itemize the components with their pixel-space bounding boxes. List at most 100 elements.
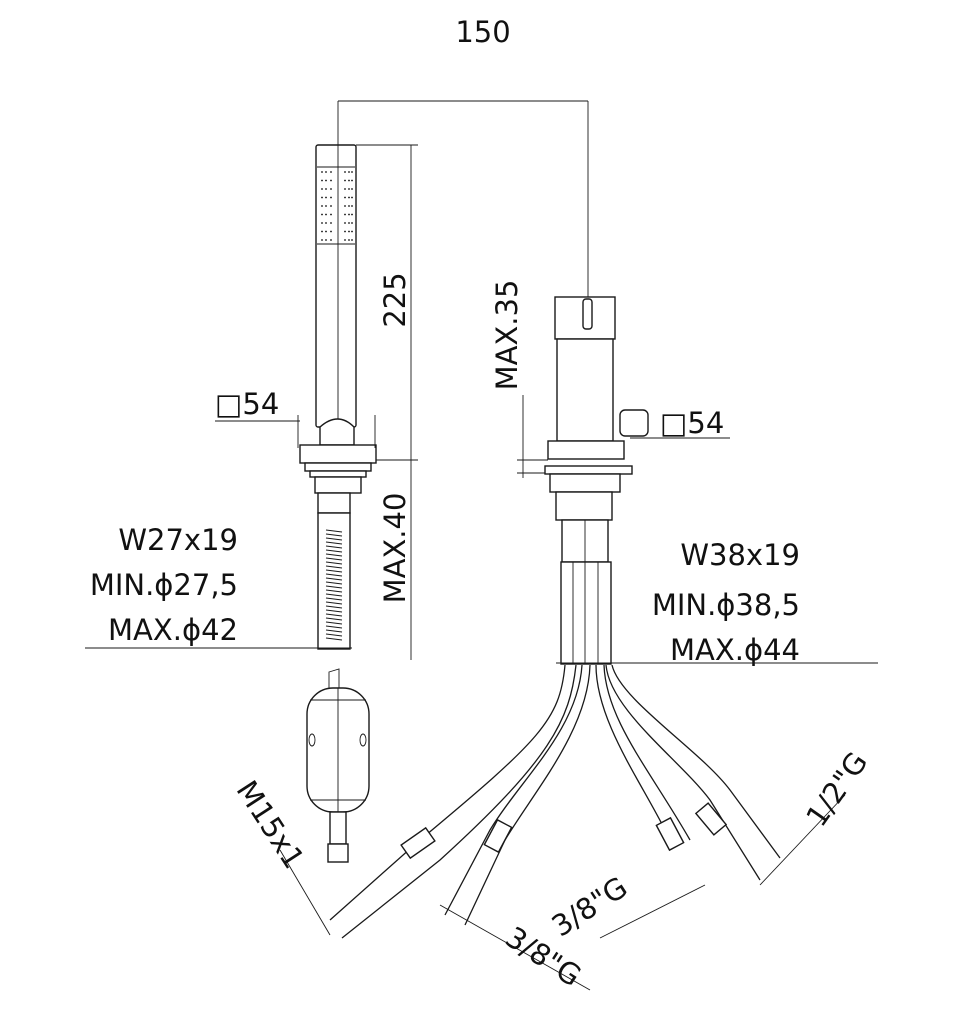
dim-225-label: 225	[378, 272, 412, 327]
nozzle-dot	[330, 213, 332, 216]
nozzle-dot	[325, 239, 327, 241]
nozzle-dot	[348, 179, 350, 182]
handshower-square-label: □54	[215, 387, 279, 421]
hose-connector	[306, 668, 370, 863]
mixer-max-hole: MAX.ϕ44	[670, 633, 800, 667]
nozzle-dot	[351, 188, 353, 190]
spray-nozzles	[321, 171, 353, 241]
coil-turn	[325, 545, 343, 549]
nozzle-dot	[325, 213, 327, 216]
handshower-min-hole: MIN.ϕ27,5	[90, 568, 238, 602]
nozzle-dot	[330, 239, 332, 241]
coil-turn	[325, 609, 343, 613]
nozzle-dot	[321, 222, 323, 224]
nozzle-dot	[348, 196, 350, 199]
coil-turn	[325, 605, 343, 609]
nozzle-dot	[344, 188, 346, 190]
nozzle-dot	[321, 179, 323, 182]
coil-turn	[325, 597, 343, 601]
nozzle-dot	[330, 205, 332, 207]
hose-coil	[325, 529, 343, 641]
dim-max35-label: MAX.35	[490, 280, 524, 391]
nozzle-dot	[344, 239, 346, 241]
handshower-hole-specs: W27x19 MIN.ϕ27,5 MAX.ϕ42	[85, 523, 352, 649]
label-outlet: 1/2"G	[799, 746, 874, 833]
nozzle-dot	[351, 179, 353, 182]
nozzle-dot	[321, 230, 323, 233]
coil-turn	[325, 529, 343, 533]
coil-turn	[325, 557, 343, 561]
mixer-nut: W38x19	[680, 538, 800, 572]
nozzle-dot	[330, 171, 332, 173]
dim-225: 225 MAX.40	[356, 144, 418, 660]
coil-turn	[325, 533, 343, 537]
nozzle-dot	[348, 171, 350, 173]
nozzle-dot	[325, 171, 327, 173]
nozzle-dot	[321, 213, 323, 216]
dim-150-label: 150	[455, 15, 510, 49]
coil-turn	[325, 569, 343, 573]
nozzle-dot	[344, 179, 346, 182]
nozzle-dot	[330, 188, 332, 190]
dim-handshower-square: □54	[215, 387, 376, 448]
coil-turn	[325, 637, 343, 641]
label-inlet-right: 3/8"G	[546, 870, 634, 943]
nozzle-dot	[351, 230, 353, 233]
coil-turn	[325, 565, 343, 569]
coil-turn	[325, 581, 343, 585]
label-m15x1: M15x1	[230, 774, 312, 874]
nozzle-dot	[325, 188, 327, 190]
coil-turn	[325, 585, 343, 589]
nozzle-dot	[348, 205, 350, 207]
nozzle-dot	[351, 196, 353, 199]
flexible-hoses	[329, 664, 781, 939]
nozzle-dot	[351, 239, 353, 241]
mixer-square-label: □54	[660, 406, 724, 440]
nozzle-dot	[330, 230, 332, 233]
coil-turn	[325, 537, 343, 541]
nozzle-dot	[325, 230, 327, 233]
coil-turn	[325, 549, 343, 553]
nozzle-dot	[330, 179, 332, 182]
dim-max40-label: MAX.40	[378, 493, 412, 604]
nozzle-dot	[344, 230, 346, 233]
mixer-hole-specs: W38x19 MIN.ϕ38,5 MAX.ϕ44	[556, 538, 878, 667]
nozzle-dot	[321, 196, 323, 199]
nozzle-dot	[344, 171, 346, 173]
coil-turn	[325, 593, 343, 597]
nozzle-dot	[321, 205, 323, 207]
coil-turn	[325, 621, 343, 625]
nozzle-dot	[325, 196, 327, 199]
nozzle-dot	[348, 188, 350, 190]
coil-turn	[325, 625, 343, 629]
nozzle-dot	[348, 222, 350, 224]
nozzle-dot	[344, 222, 346, 224]
mixer-min-hole: MIN.ϕ38,5	[652, 588, 800, 622]
nozzle-dot	[348, 239, 350, 241]
nozzle-dot	[330, 222, 332, 224]
coil-turn	[325, 617, 343, 621]
nozzle-dot	[351, 213, 353, 216]
dim-150: 150	[337, 15, 589, 430]
coil-turn	[325, 633, 343, 637]
nozzle-dot	[321, 239, 323, 241]
nozzle-dot	[325, 205, 327, 207]
coil-turn	[325, 561, 343, 565]
nozzle-dot	[344, 196, 346, 199]
coil-turn	[325, 613, 343, 617]
nozzle-dot	[330, 196, 332, 199]
nozzle-dot	[351, 222, 353, 224]
nozzle-dot	[348, 213, 350, 216]
hand-shower	[299, 144, 377, 650]
coil-turn	[325, 629, 343, 633]
dim-max35: MAX.35	[490, 280, 548, 478]
coil-turn	[325, 573, 343, 577]
nozzle-dot	[351, 171, 353, 173]
nozzle-dot	[351, 205, 353, 207]
nozzle-dot	[325, 179, 327, 182]
nozzle-dot	[344, 213, 346, 216]
coil-turn	[325, 601, 343, 605]
coil-turn	[325, 589, 343, 593]
